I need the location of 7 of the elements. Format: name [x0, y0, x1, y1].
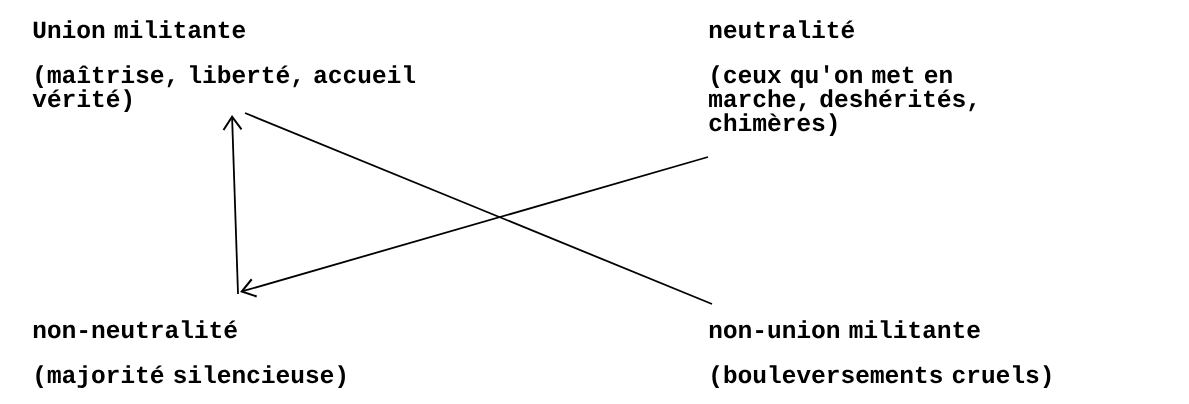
line: [244, 112, 713, 305]
text-label: non-neutralité (majorité silencieuse): [33, 320, 345, 388]
text-label: non-union militante (bouleversements cruels): [709, 320, 1051, 388]
arrow: [222, 115, 243, 295]
arrow: [240, 156, 709, 298]
text-label: neutralité (ceux qu'on met en marche, deshérités, chimères): [709, 20, 976, 137]
text-label: Union militante (maîtrise, liberté, accueil vérité): [32, 20, 416, 113]
